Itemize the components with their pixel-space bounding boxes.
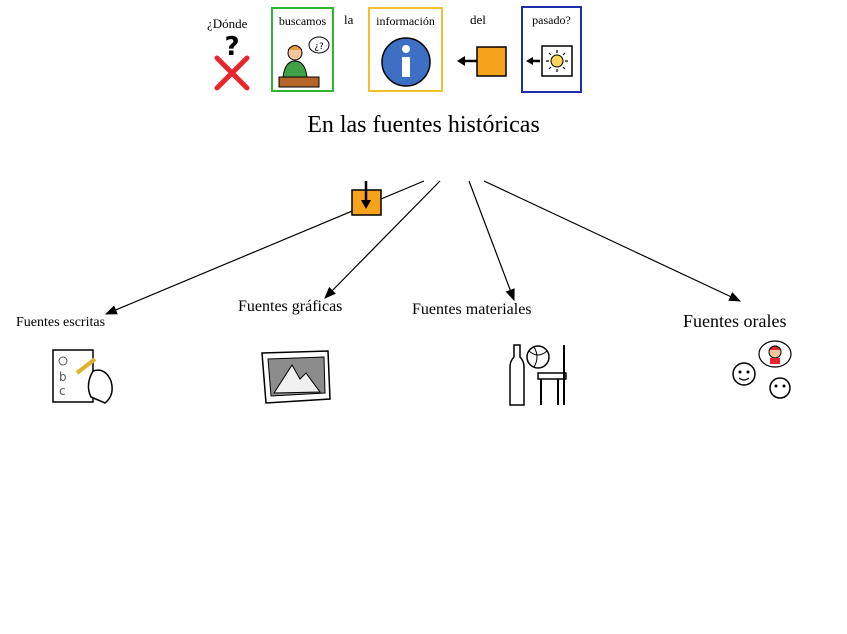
picto-informacion-label: información bbox=[376, 14, 435, 28]
word-donde: ¿Dónde bbox=[207, 16, 248, 31]
svg-text:c: c bbox=[59, 384, 66, 398]
branch-label-graficas: Fuentes gráficas bbox=[238, 298, 343, 315]
svg-text:¿?: ¿? bbox=[314, 42, 324, 52]
branch-label-orales: Fuentes orales bbox=[683, 311, 787, 331]
word-la: la bbox=[344, 12, 354, 27]
diagram-title: En las fuentes históricas bbox=[307, 112, 540, 138]
picto-pasado-label: pasado? bbox=[532, 13, 571, 27]
picto-buscamos-label: buscamos bbox=[278, 14, 327, 28]
photo-icon bbox=[261, 350, 331, 404]
branch-label-escritas: Fuentes escritas bbox=[16, 315, 106, 330]
word-del: del bbox=[470, 12, 486, 27]
svg-text:?: ? bbox=[224, 32, 239, 62]
svg-text:b: b bbox=[59, 370, 67, 384]
speaking-people-icon bbox=[732, 340, 792, 399]
info-icon bbox=[381, 37, 431, 87]
picto-informacion: información bbox=[368, 7, 443, 92]
picto-pasado: pasado? bbox=[521, 6, 582, 93]
writing-hand-icon: b c bbox=[52, 349, 113, 404]
branch-label-materiales: Fuentes materiales bbox=[412, 301, 532, 318]
person-searching-icon: ¿? bbox=[278, 36, 330, 88]
objects-icon bbox=[509, 344, 567, 406]
past-sun-icon bbox=[526, 45, 573, 77]
picto-buscamos: buscamos ¿? bbox=[271, 7, 334, 92]
